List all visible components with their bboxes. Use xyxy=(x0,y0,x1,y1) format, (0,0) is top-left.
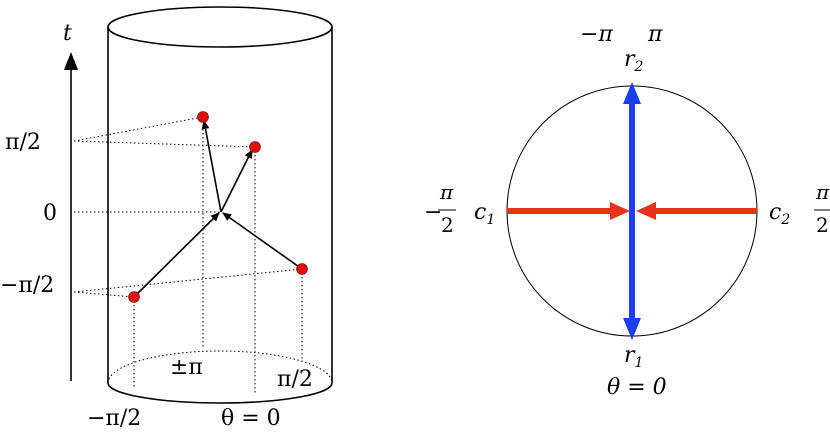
time-tick-neg-pi-half: −π/2 xyxy=(0,273,54,298)
label-theta-zero: θ = 0 xyxy=(607,375,667,400)
frac-left-sign: − xyxy=(424,200,442,225)
label-c1: c1 xyxy=(474,200,495,228)
angle-label-pi-half: π/2 xyxy=(277,367,313,392)
arrow-lower-right-to-center xyxy=(222,212,303,270)
angle-label-neg-pi-half: −π/2 xyxy=(87,406,141,431)
time-tick-zero: 0 xyxy=(43,201,57,226)
cylinder-bottom-front xyxy=(107,382,333,404)
label-r2: r2 xyxy=(624,47,644,75)
blue-arrow-down-head xyxy=(623,318,641,340)
label-neg-pi-over-2: − π 2 xyxy=(424,180,456,237)
label-neg-pi: −π xyxy=(580,22,613,47)
cylinder-diagram: t xyxy=(0,6,333,431)
proj-line-a xyxy=(73,116,204,142)
red-arrow-left-head xyxy=(610,202,630,220)
cylinder-top-ellipse xyxy=(107,6,333,48)
event-point xyxy=(128,291,140,303)
label-pi-over-2: π 2 xyxy=(814,180,830,237)
frac-left-num: π xyxy=(439,180,454,204)
proj-line-b xyxy=(73,140,256,148)
red-arrow-right-head xyxy=(636,202,656,220)
time-tick-pi-half: π/2 xyxy=(5,130,41,155)
causal-arrows xyxy=(133,120,303,298)
event-points xyxy=(128,111,308,303)
circle-diagram: −π π r2 r1 c1 c2 − π 2 π 2 θ = 0 xyxy=(424,22,830,400)
blue-double-arrow xyxy=(623,82,641,340)
arrow-center-to-upper-left xyxy=(201,120,222,213)
angle-label-pm-pi: ±π xyxy=(170,355,203,380)
proj-line-c xyxy=(73,291,135,298)
frac-right-num: π xyxy=(815,180,830,204)
arrow-lower-left-to-center xyxy=(133,212,220,298)
label-pi: π xyxy=(647,22,663,47)
time-axis-arrowhead xyxy=(64,52,78,70)
event-point xyxy=(296,263,308,275)
arrow-center-to-upper-right xyxy=(220,149,253,213)
red-arrows xyxy=(507,202,757,220)
label-r1: r1 xyxy=(624,343,643,371)
label-c2: c2 xyxy=(769,200,790,228)
angle-label-theta-zero: θ = 0 xyxy=(221,406,281,431)
blue-arrow-up-head xyxy=(623,82,641,104)
time-axis-label: t xyxy=(63,21,72,46)
cylinder-outline xyxy=(107,6,333,404)
frac-right-den: 2 xyxy=(816,213,829,237)
time-projection-lines xyxy=(73,116,303,298)
event-point xyxy=(249,141,261,153)
frac-left-den: 2 xyxy=(441,213,454,237)
vertical-drop-lines xyxy=(133,117,303,393)
time-axis: t xyxy=(63,21,78,381)
event-point xyxy=(197,111,209,123)
